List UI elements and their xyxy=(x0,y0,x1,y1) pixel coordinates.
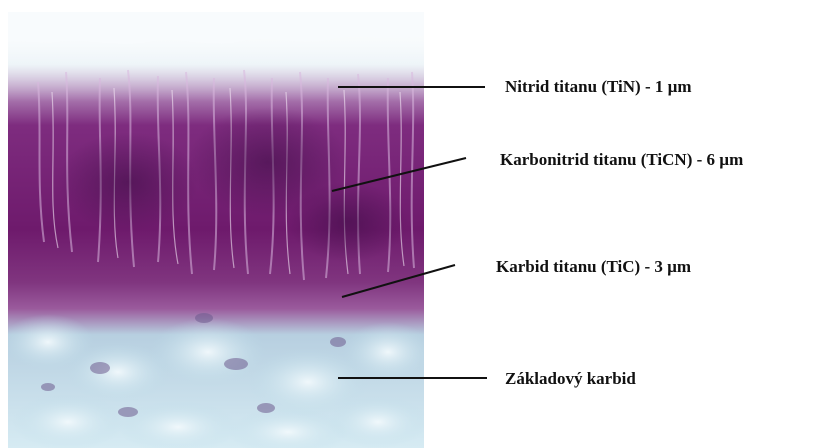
label-tin-layer: Nitrid titanu (TiN) - 1 µm xyxy=(505,77,692,97)
coating-micrograph xyxy=(8,12,424,448)
label-substrate: Základový karbid xyxy=(505,369,636,389)
label-ticn-layer: Karbonitrid titanu (TiCN) - 6 µm xyxy=(500,150,743,170)
label-tic-layer: Karbid titanu (TiC) - 3 µm xyxy=(496,257,691,277)
